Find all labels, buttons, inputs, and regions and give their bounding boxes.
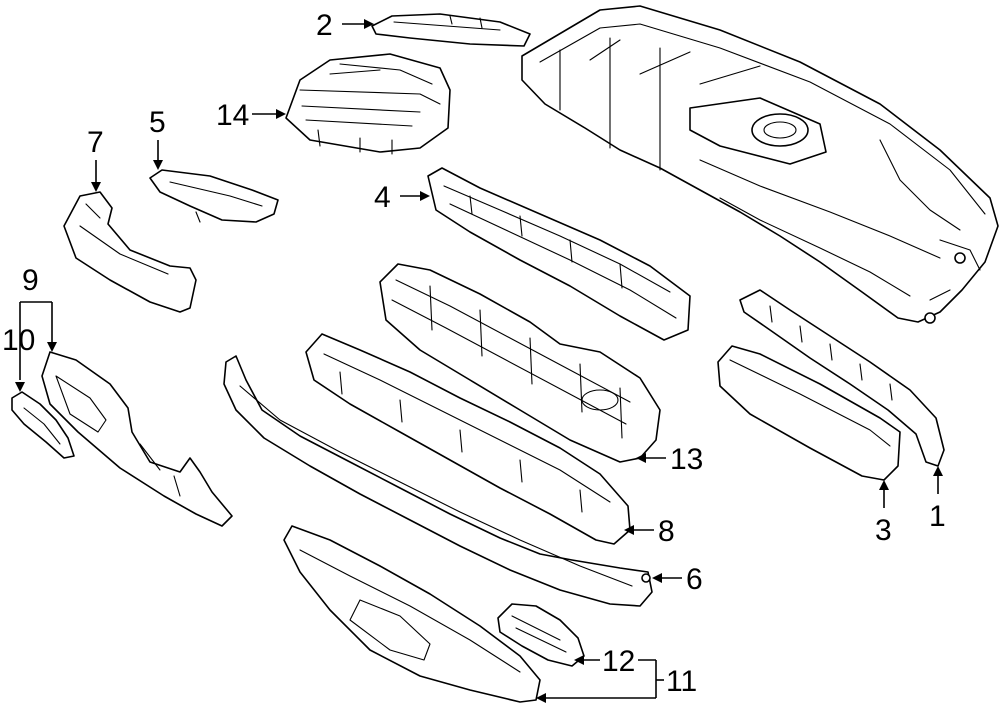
callout-12: 12 — [602, 645, 635, 678]
callout-3: 3 — [875, 514, 892, 547]
left-end-trim — [63, 191, 197, 313]
lower-center-panel — [283, 525, 541, 703]
callout-14: 14 — [216, 99, 249, 132]
small-lower-left-trim — [11, 391, 75, 459]
center-vent-housing — [285, 53, 451, 155]
callout-7: 7 — [87, 126, 104, 159]
callout-1: 1 — [929, 500, 946, 533]
callout-5: 5 — [149, 106, 166, 139]
callout-leaders — [15, 19, 943, 703]
upper-trim-strip — [371, 13, 531, 47]
callout-2: 2 — [316, 9, 333, 42]
callout-13: 13 — [670, 443, 703, 476]
center-air-duct — [379, 263, 661, 463]
callout-11: 11 — [666, 665, 697, 698]
small-bezel — [149, 169, 279, 223]
callout-labels: 2 14 5 7 4 9 10 13 8 6 12 11 3 1 — [2, 9, 946, 698]
instrument-panel-frame — [521, 5, 999, 324]
callout-8: 8 — [658, 515, 675, 548]
right-trim-panel — [717, 345, 901, 481]
lower-left-panel — [41, 351, 233, 527]
callout-4: 4 — [374, 181, 391, 214]
callout-10: 10 — [2, 324, 35, 357]
callout-9: 9 — [22, 264, 39, 297]
upper-reinforcement-bracket — [427, 167, 691, 341]
long-lower-trim — [223, 355, 653, 607]
callout-6: 6 — [686, 563, 703, 596]
